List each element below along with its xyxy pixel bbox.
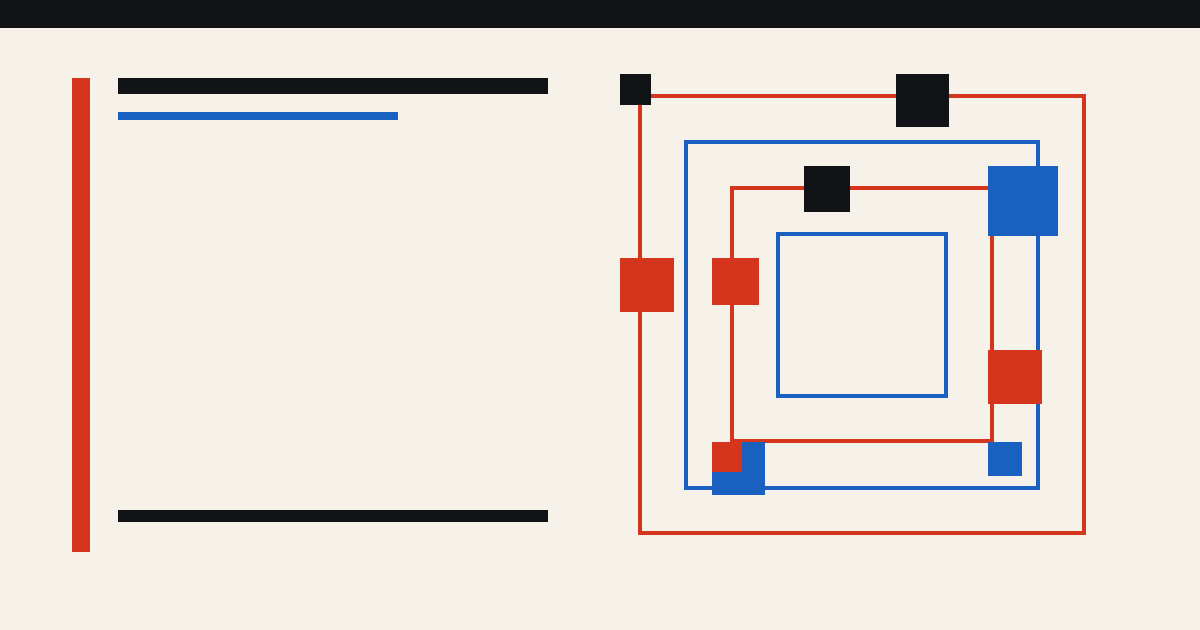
block-black-upper bbox=[804, 166, 850, 212]
block-black-top-mid bbox=[896, 74, 949, 127]
block-blue-upper-right bbox=[988, 166, 1058, 236]
block-red-bottom-left bbox=[712, 442, 742, 472]
block-red-left bbox=[620, 258, 674, 312]
footer-placeholder-bar bbox=[118, 510, 548, 522]
vertical-accent-rule bbox=[72, 78, 90, 552]
frame-second bbox=[684, 140, 1040, 490]
block-red-left-inner bbox=[712, 258, 759, 305]
title-placeholder-bar bbox=[118, 78, 548, 94]
top-bar bbox=[0, 0, 1200, 28]
block-black-top-left bbox=[620, 74, 651, 105]
canvas-background bbox=[0, 28, 1200, 630]
block-red-right bbox=[988, 350, 1042, 404]
subtitle-placeholder-bar bbox=[118, 112, 398, 120]
frame-third bbox=[730, 186, 994, 443]
frame-inner bbox=[776, 232, 948, 398]
frame-outer bbox=[638, 94, 1086, 535]
block-blue-bottom-right bbox=[988, 442, 1022, 476]
